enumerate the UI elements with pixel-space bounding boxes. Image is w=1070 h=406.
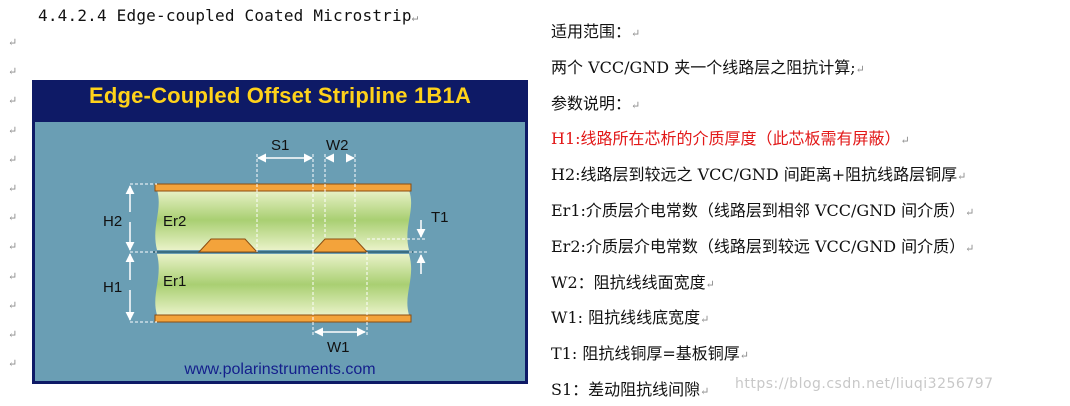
paragraph-mark: ↵	[8, 152, 18, 166]
paragraph-mark: ↵	[8, 240, 18, 254]
paragraph-mark: ↵	[855, 62, 865, 76]
trace-right	[311, 238, 369, 253]
paragraph-mark: ↵	[8, 357, 18, 371]
parameter-text: W2：阻抗线线面宽度	[551, 272, 706, 292]
section-heading: 4.4.2.4 Edge-coupled Coated Microstrip↵	[38, 6, 418, 25]
paragraph-mark: ↵	[700, 313, 710, 327]
parameter-text: 参数说明：	[551, 93, 632, 113]
parameter-text: 适用范围：	[551, 22, 632, 41]
label-w2: W2	[326, 137, 349, 154]
parameter-text: H1:线路所在芯析的介质厚度（此芯板需有屏蔽）	[551, 129, 901, 149]
paragraph-mark: ↵	[900, 134, 910, 148]
paragraph-mark: ↵	[8, 65, 18, 79]
paragraph-mark: ↵	[965, 206, 975, 219]
dimension-guides	[130, 154, 427, 336]
parameter-text: Er1:介质层介电常数（线路层到相邻 VCC/GND 间介质）	[551, 201, 966, 220]
watermark: https://blog.csdn.net/liuqi3256797	[735, 376, 994, 392]
paragraph-mark: ↵	[8, 36, 18, 49]
stackup-diagram: S1 W2 H2 H1 Er2 Er1 T1 W1	[103, 137, 449, 378]
label-er2: Er2	[163, 213, 186, 230]
parameter-text: H2:线路层到较远之 VCC/GND 间距离+阻抗线路层铜厚	[551, 165, 958, 185]
section-heading-text: 4.4.2.4 Edge-coupled Coated Microstrip	[38, 6, 412, 25]
paragraph-mark: ↵	[411, 11, 419, 24]
dielectric-top	[155, 190, 412, 250]
figure-panel: S1 W2 H2 H1 Er2 Er1 T1 W1	[35, 122, 525, 381]
paragraph-mark: ↵	[8, 94, 18, 108]
parameter-line: 参数说明：↵	[551, 90, 640, 114]
paragraph-mark: ↵	[8, 123, 18, 137]
parameter-line: W2：阻抗线线面宽度↵	[551, 269, 715, 293]
paragraph-mark: ↵	[631, 98, 641, 112]
label-w1: W1	[327, 339, 350, 356]
paragraph-mark: ↵	[631, 27, 641, 40]
figure-url: www.polarinstruments.com	[183, 361, 375, 378]
figure-title: Edge-Coupled Offset Stripline 1B1A	[88, 83, 472, 108]
label-er1: Er1	[163, 273, 186, 290]
parameter-line: Er2:介质层介电常数（线路层到较远 VCC/GND 间介质）↵	[551, 233, 974, 257]
stripline-figure: Edge-Coupled Offset Stripline 1B1A	[32, 80, 528, 384]
paragraph-mark: ↵	[8, 211, 18, 225]
dielectric-bottom	[155, 254, 412, 315]
parameter-line: 适用范围：↵	[551, 18, 640, 42]
paragraph-mark: ↵	[957, 170, 967, 184]
paragraph-mark: ↵	[705, 277, 715, 291]
parameter-text: Er2:介质层介电常数（线路层到较远 VCC/GND 间介质）	[551, 236, 966, 256]
parameter-line: W1: 阻抗线线底宽度↵	[551, 304, 709, 328]
trace-left	[197, 238, 259, 253]
parameter-line: H1:线路所在芯析的介质厚度（此芯板需有屏蔽）↵	[551, 125, 910, 149]
paragraph-mark: ↵	[700, 385, 710, 398]
parameter-text: W1: 阻抗线线底宽度	[551, 308, 701, 328]
label-h1: H1	[103, 279, 122, 296]
label-h2: H2	[103, 213, 122, 230]
paragraph-mark: ↵	[8, 298, 18, 312]
bottom-ground-plane	[154, 314, 412, 323]
parameter-line: H2:线路层到较远之 VCC/GND 间距离+阻抗线路层铜厚↵	[551, 161, 966, 185]
parameter-text: T1: 阻抗线铜厚=基板铜厚	[551, 344, 740, 364]
paragraph-mark: ↵	[739, 349, 749, 363]
parameter-line: Er1:介质层介电常数（线路层到相邻 VCC/GND 间介质）↵	[551, 197, 974, 221]
paragraph-mark: ↵	[8, 269, 18, 283]
label-s1: S1	[271, 137, 289, 154]
paragraph-mark: ↵	[8, 182, 18, 195]
paragraph-mark: ↵	[8, 328, 18, 341]
parameter-line: S1：差动阻抗线间隙↵	[551, 376, 709, 400]
top-ground-plane	[154, 183, 412, 192]
parameter-text: 两个 VCC/GND 夹一个线路层之阻抗计算;	[551, 57, 856, 77]
paragraph-mark: ↵	[965, 241, 975, 255]
parameter-line: T1: 阻抗线铜厚=基板铜厚↵	[551, 340, 749, 364]
parameter-line: 两个 VCC/GND 夹一个线路层之阻抗计算;↵	[551, 54, 865, 78]
parameter-text: S1：差动阻抗线间隙	[551, 380, 701, 399]
label-t1: T1	[431, 209, 449, 226]
